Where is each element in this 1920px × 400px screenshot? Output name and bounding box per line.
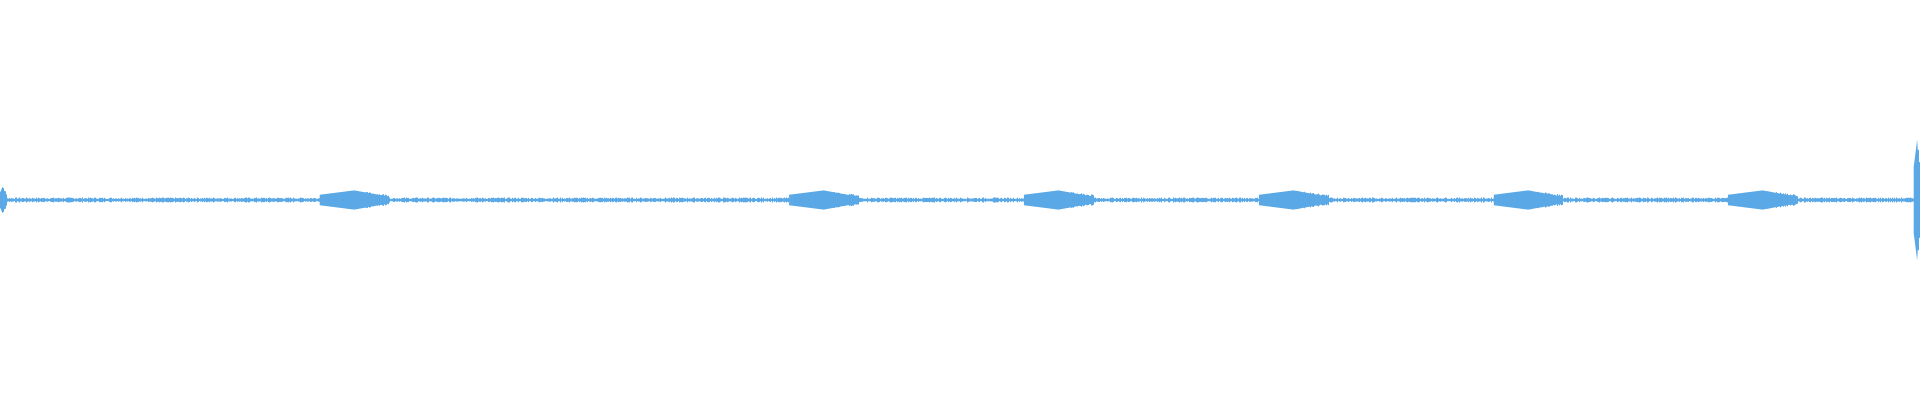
waveform-trace	[0, 149, 1920, 251]
